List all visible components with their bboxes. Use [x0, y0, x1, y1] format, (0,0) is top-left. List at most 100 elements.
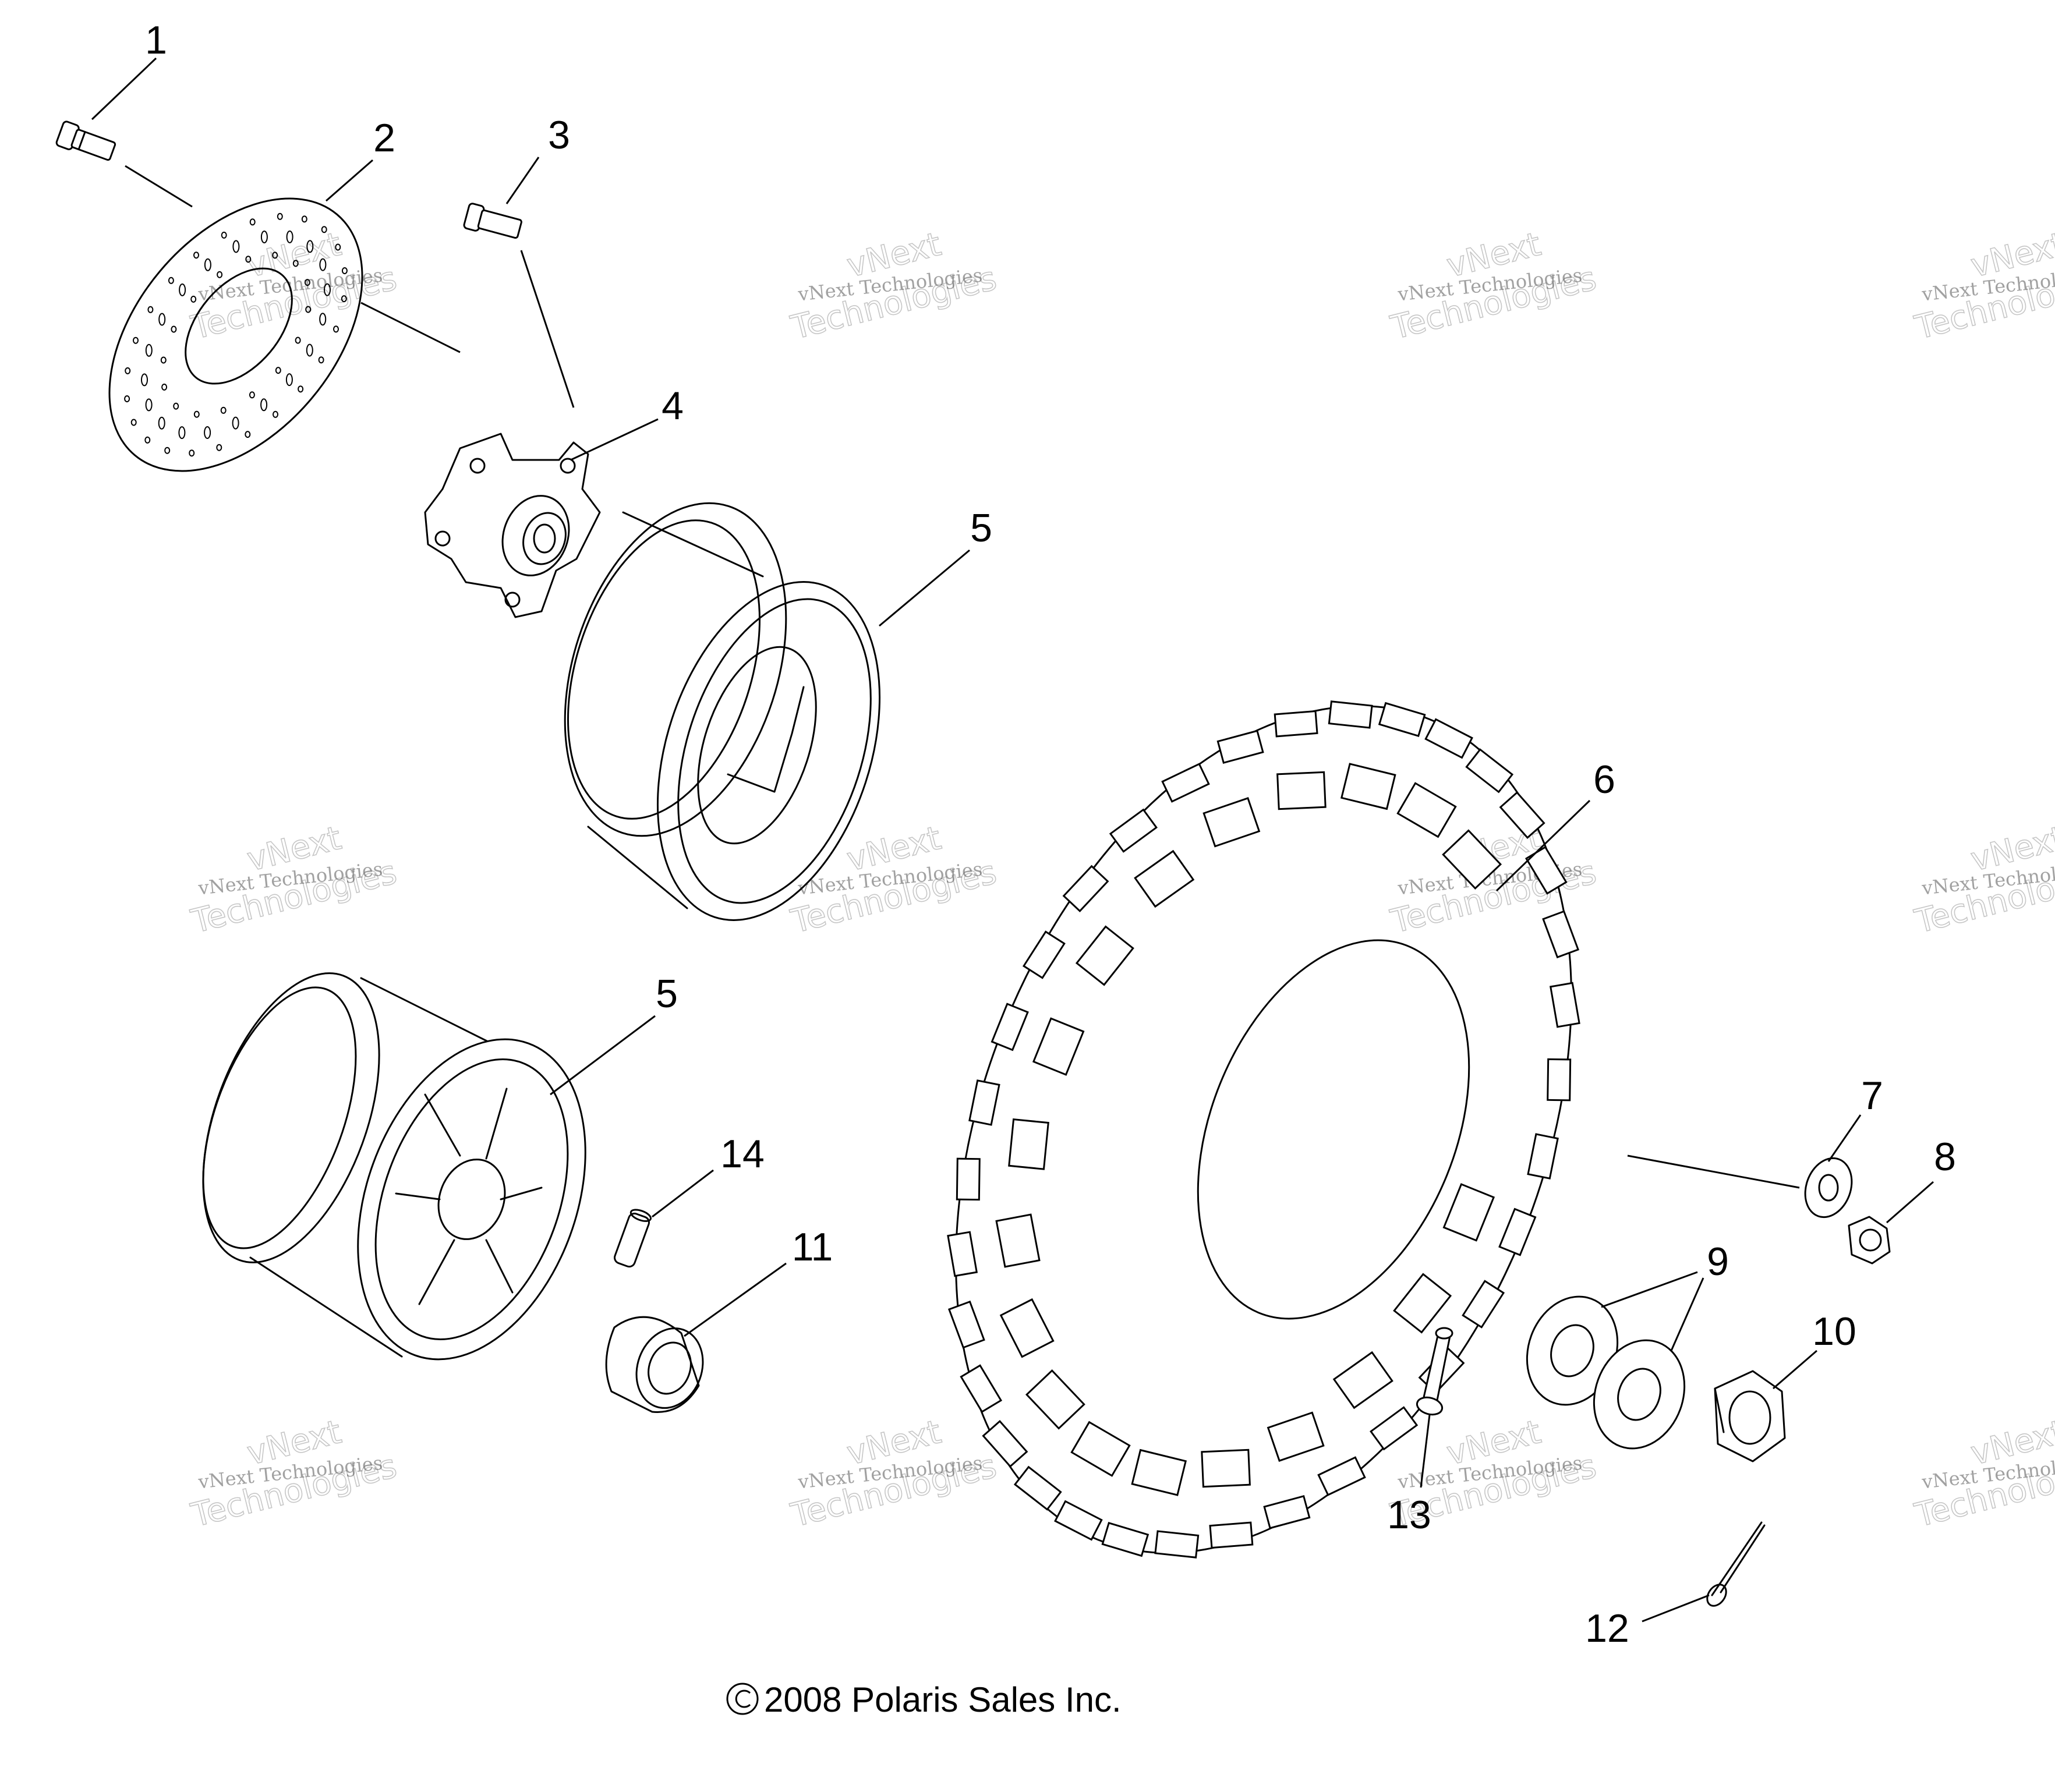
- tread-block: [1527, 1133, 1559, 1180]
- disc-hole: [171, 325, 177, 333]
- callout-6: 6: [1593, 757, 1615, 802]
- disc-hole: [275, 367, 281, 374]
- part-14-valve-stem-icon: [614, 1209, 652, 1268]
- tread-block: [947, 1231, 978, 1277]
- tread-block: [1161, 763, 1210, 803]
- callout-5-upper: 5: [970, 506, 992, 550]
- leader-4: [570, 418, 659, 461]
- disc-hole: [164, 447, 171, 454]
- callout-2: 2: [373, 116, 395, 160]
- disc-hole: [298, 385, 304, 393]
- disc-hole: [145, 398, 153, 412]
- tread-block: [1332, 1351, 1393, 1409]
- part-9-washer-pair-icon: [1526, 1295, 1686, 1450]
- disc-hole: [193, 410, 200, 418]
- disc-hole: [158, 313, 166, 326]
- disc-hole: [130, 419, 137, 426]
- leader-5-upper: [879, 549, 970, 627]
- tread-block: [1462, 1280, 1505, 1329]
- part-5-wheel-rim-icon-lower: [202, 972, 586, 1361]
- tread-block: [1442, 829, 1502, 890]
- disc-hole: [144, 436, 151, 444]
- part-10-nut-icon: [1714, 1370, 1786, 1462]
- tread-block: [1216, 729, 1264, 764]
- callout-9: 9: [1707, 1239, 1729, 1284]
- tread-block: [1547, 1058, 1572, 1102]
- disc-hole: [318, 356, 324, 364]
- tread-block: [960, 1364, 1003, 1413]
- part-8-nut-icon: [1848, 1216, 1891, 1265]
- part-4-wheel-hub-icon: [424, 433, 601, 618]
- disc-hole: [124, 395, 130, 402]
- leader-8: [1886, 1181, 1934, 1224]
- disc-hole: [147, 306, 154, 313]
- tread-block: [1498, 1207, 1537, 1256]
- tread-block: [982, 1419, 1028, 1468]
- tread-block: [1276, 771, 1327, 810]
- disc-hole: [145, 343, 153, 357]
- disc-hole: [319, 258, 327, 271]
- part-5-wheel-rim-icon-upper: [564, 502, 881, 921]
- tread-block: [1202, 797, 1261, 848]
- disc-hole: [286, 230, 293, 243]
- tread-block: [1131, 1449, 1187, 1496]
- part-2-brake-disc-icon: [108, 197, 363, 472]
- tread-block: [1209, 1521, 1254, 1549]
- disc-hole: [341, 295, 347, 303]
- disc-hole: [306, 343, 313, 357]
- callout-11: 11: [792, 1225, 833, 1269]
- leader-1: [91, 57, 157, 121]
- tread-block: [968, 1079, 1000, 1126]
- disc-hole: [173, 402, 179, 410]
- tread-block: [1499, 791, 1545, 840]
- disc-hole: [190, 295, 197, 303]
- tread-block: [1070, 1421, 1131, 1477]
- tread-block: [1109, 808, 1158, 853]
- callout-10: 10: [1812, 1309, 1856, 1354]
- part-11-hub-cap-icon: [605, 1316, 704, 1413]
- tread-block: [1201, 1449, 1251, 1488]
- callout-3: 3: [548, 113, 570, 157]
- disc-hole: [245, 256, 252, 263]
- disc-hole: [273, 410, 278, 418]
- disc-hole: [179, 283, 186, 296]
- disc-hole: [306, 240, 314, 253]
- callout-8: 8: [1934, 1135, 1956, 1179]
- disc-hole: [204, 426, 211, 439]
- tread-block: [1465, 748, 1514, 794]
- disc-hole: [178, 426, 186, 440]
- tread-block: [1022, 930, 1066, 979]
- disc-hole: [324, 283, 331, 296]
- disc-hole: [319, 313, 327, 326]
- disc-hole: [189, 449, 195, 457]
- leader-1-axis: [125, 165, 193, 208]
- leader-10: [1773, 1350, 1817, 1390]
- tread-block: [1025, 1369, 1085, 1430]
- part-12-cotter-pin-icon: [1706, 1521, 1766, 1607]
- disc-hole: [335, 243, 341, 251]
- leader-7: [1827, 1114, 1862, 1162]
- callout-12: 12: [1585, 1606, 1629, 1651]
- disc-hole: [160, 356, 167, 364]
- disc-hole: [232, 416, 239, 430]
- disc-hole: [304, 279, 310, 286]
- callout-labels: 1 2 3 4 5 5 6 7 8 9 10 11 12 13 14: [145, 18, 1956, 1651]
- leader-14: [652, 1169, 714, 1218]
- disc-hole: [249, 218, 256, 226]
- copyright-c-glyph: [735, 1690, 751, 1708]
- copyright-symbol-icon: [726, 1683, 759, 1715]
- tread-block: [1101, 1521, 1149, 1557]
- disc-hole: [321, 226, 327, 233]
- tread-block: [1032, 1017, 1085, 1076]
- disc-hole: [217, 271, 223, 278]
